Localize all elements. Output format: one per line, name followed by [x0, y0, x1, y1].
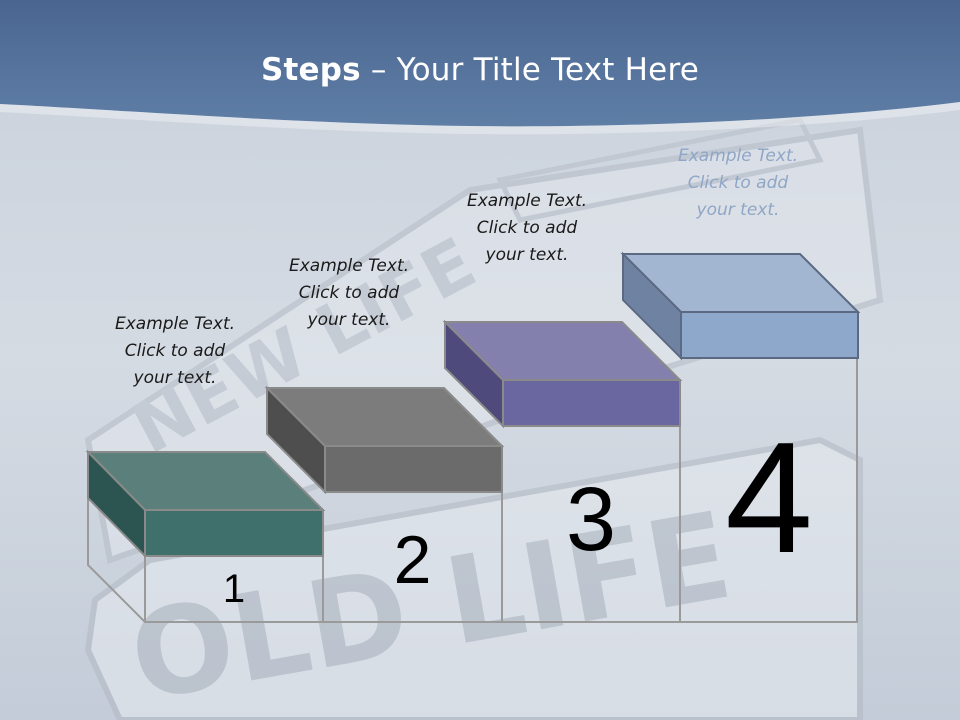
caption-line: Example Text.	[677, 146, 799, 166]
caption-line: your text.	[133, 368, 217, 388]
title-bold-part: Steps	[260, 52, 361, 88]
step-3-block[interactable]	[442, 319, 683, 429]
step-4-block[interactable]	[620, 251, 861, 361]
step-1-caption[interactable]: Example Text. Click to add your text.	[75, 311, 275, 392]
step-2-number: 2	[393, 522, 432, 598]
staircase-outline	[87, 358, 858, 623]
caption-line: Click to add	[687, 173, 789, 193]
caption-line: Click to add	[476, 218, 578, 238]
step-1-number: 1	[222, 567, 246, 611]
caption-line: Example Text.	[288, 256, 410, 276]
step-2-block[interactable]	[264, 385, 505, 495]
slide-title[interactable]: Steps – Your Title Text Here	[0, 52, 960, 88]
step-1-block[interactable]	[85, 449, 326, 559]
caption-line: your text.	[307, 310, 391, 330]
caption-line: Click to add	[298, 283, 400, 303]
step-3-caption[interactable]: Example Text. Click to add your text.	[427, 188, 627, 269]
caption-line: your text.	[485, 245, 569, 265]
step-4-number: 4	[725, 410, 813, 586]
step-2-caption[interactable]: Example Text. Click to add your text.	[249, 253, 449, 334]
caption-line: Example Text.	[114, 314, 236, 334]
step-3-number: 3	[565, 470, 617, 570]
title-banner	[0, 0, 960, 127]
title-rest-part: – Your Title Text Here	[360, 52, 699, 88]
caption-line: Example Text.	[466, 191, 588, 211]
caption-line: Click to add	[124, 341, 226, 361]
caption-line: your text.	[696, 200, 780, 220]
step-4-caption[interactable]: Example Text. Click to add your text.	[638, 143, 838, 224]
